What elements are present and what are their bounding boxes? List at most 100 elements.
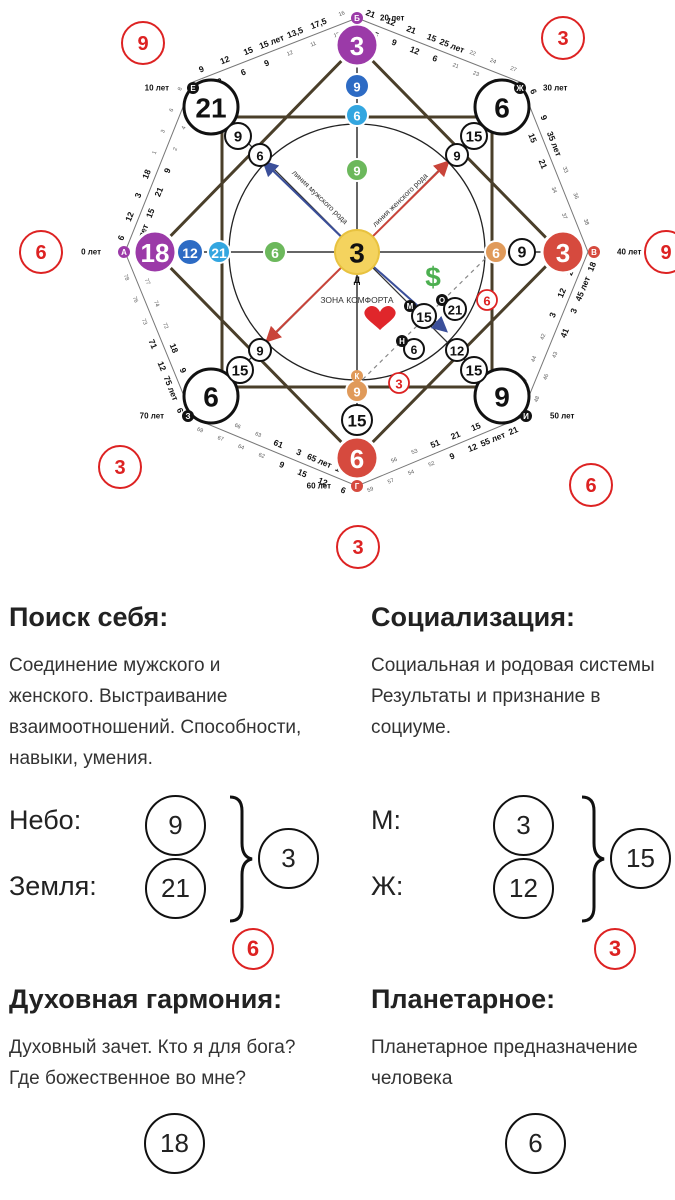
age-ring-value: 15 лет bbox=[258, 32, 286, 51]
age-ring-value: 72 bbox=[161, 322, 169, 330]
red-outer-node-left: 6 bbox=[19, 230, 63, 274]
outer-node-bottom-value: 6 bbox=[350, 444, 364, 474]
dollar-icon: $ bbox=[425, 262, 441, 293]
outer-node-bottom-left: 6 bbox=[182, 367, 240, 425]
text-line: человека bbox=[371, 1068, 453, 1089]
age-ring-value: 3 bbox=[295, 447, 303, 458]
inner-node-n: 6 bbox=[403, 338, 425, 360]
point-letter-bottom-right-letter: И bbox=[523, 412, 529, 421]
age-ring-value: 1 bbox=[152, 150, 159, 155]
inner-node-bl1-shape bbox=[248, 338, 272, 362]
value-circle-sky: 9 bbox=[145, 795, 206, 856]
section-text-socialization: Социальная и родовая системы Результаты … bbox=[371, 650, 671, 743]
red-outer-node-left-value: 6 bbox=[35, 242, 46, 264]
point-letter-top-letter: Б bbox=[354, 14, 360, 23]
red-outer-node-bl-shape bbox=[98, 445, 142, 489]
age-ring-value: 57 bbox=[387, 478, 395, 486]
age-ring-value: 9 bbox=[162, 166, 173, 174]
point-letter-top-right-dot bbox=[514, 82, 526, 94]
outer-node-left: 18 bbox=[132, 229, 178, 275]
age-ring-value: 9 bbox=[390, 37, 398, 48]
red-outer-node-tl: 9 bbox=[121, 21, 165, 65]
outer-node-top-left-shape bbox=[182, 78, 240, 136]
outer-node-top-right-value: 6 bbox=[494, 93, 510, 124]
point-letter-top: Б bbox=[351, 12, 363, 24]
age-ring-value: 9 bbox=[263, 57, 271, 68]
outer-node-top-left-value: 21 bbox=[195, 93, 226, 124]
red-outer-node-right: 9 bbox=[644, 230, 675, 274]
center-node-value: 3 bbox=[349, 238, 365, 269]
age-ring-value: 64 bbox=[237, 444, 245, 452]
age-ring-value: 61 bbox=[272, 437, 285, 450]
small-red-node-money: 6 bbox=[476, 289, 498, 311]
center-node-shape bbox=[334, 229, 380, 275]
chakra-horizontal-node: 6 bbox=[484, 240, 508, 264]
inner-node-br1: 12 bbox=[445, 338, 469, 362]
outer-node-bottom-right-value: 9 bbox=[494, 382, 510, 413]
center-node: 3 bbox=[334, 229, 380, 275]
inner-letter-k: К bbox=[351, 370, 363, 382]
inner-node-o-value: 21 bbox=[448, 303, 462, 318]
inner-letter-m-letter: М bbox=[407, 302, 414, 311]
age-ring-value: 9 bbox=[538, 114, 549, 122]
age-ring-value: 41 bbox=[558, 327, 571, 340]
age-ring-value: 12 bbox=[123, 210, 136, 223]
chakra-horizontal-node-shape bbox=[263, 240, 287, 264]
red-outer-node-br-value: 6 bbox=[585, 475, 596, 497]
age-ring-value: 33 bbox=[561, 166, 569, 174]
age-label-bottom: 60 лет bbox=[307, 482, 331, 491]
chakra-vertical-node: 9 bbox=[345, 379, 369, 403]
inner-node-tl2: 6 bbox=[248, 143, 272, 167]
age-ring-value: 67 bbox=[216, 435, 224, 443]
age-ring-value: 21 bbox=[364, 7, 377, 20]
age-ring-value: 6 bbox=[528, 87, 539, 95]
inner-node-br2-value: 15 bbox=[466, 363, 483, 380]
red-circle-self-search: 6 bbox=[232, 928, 274, 970]
sum-circle-socialization: 15 bbox=[610, 828, 671, 889]
red-outer-node-tl-shape bbox=[121, 21, 165, 65]
label-m: М: bbox=[371, 805, 401, 835]
point-letter-bottom-left: З bbox=[182, 410, 194, 422]
red-outer-node-right-shape bbox=[644, 230, 675, 274]
age-ring-value: 3 bbox=[547, 311, 558, 319]
point-letter-top-dot bbox=[351, 12, 363, 24]
section-title-socialization: Социализация: bbox=[371, 602, 575, 632]
age-ring-value: 15 bbox=[144, 207, 157, 220]
point-letter-bottom-left-letter: З bbox=[185, 412, 190, 421]
age-ring-value: 21 bbox=[152, 185, 165, 198]
text-line: Духовный зачет. Кто я для бога? bbox=[9, 1037, 296, 1058]
red-outer-node-tr-shape bbox=[541, 16, 585, 60]
age-ring-value: 15 bbox=[470, 420, 483, 433]
inner-letter-k-letter: К bbox=[355, 372, 360, 381]
point-letter-top-right: Ж bbox=[514, 82, 526, 94]
age-ring-value: 51 bbox=[429, 437, 442, 450]
age-ring-value: 75 лет bbox=[162, 374, 181, 402]
text-line: социуме. bbox=[371, 717, 451, 738]
age-ring-value: 21 bbox=[449, 429, 462, 442]
value-circle-planetary: 6 bbox=[505, 1113, 566, 1174]
inner-node-tr1-value: 15 bbox=[466, 129, 483, 146]
red-outer-node-bl-value: 3 bbox=[114, 457, 125, 479]
center-letter: Д bbox=[354, 275, 361, 285]
age-ring-value: 24 bbox=[489, 58, 497, 66]
age-ring-value: 65 лет bbox=[306, 451, 334, 470]
section-title-planetary: Планетарное: bbox=[371, 984, 556, 1014]
inner-node-tr1-shape bbox=[460, 122, 488, 150]
inner-node-m: 15 bbox=[411, 303, 437, 329]
inner-letter-m-dot bbox=[404, 300, 416, 312]
age-ring-value: 59 bbox=[367, 486, 375, 494]
text-line: навыки, умения. bbox=[9, 748, 153, 769]
red-outer-node-tr-value: 3 bbox=[557, 28, 568, 50]
small-red-node-bottom-inner-value: 3 bbox=[395, 377, 402, 392]
age-ring-value: 6 bbox=[431, 53, 439, 64]
outer-node-right-value: 3 bbox=[556, 238, 570, 268]
inner-node-m-value: 15 bbox=[416, 309, 432, 325]
age-ring-value: 15 bbox=[296, 467, 309, 480]
chakra-horizontal-node: 9 bbox=[508, 238, 536, 266]
age-ring-value: 35 лет bbox=[545, 130, 564, 158]
point-letter-bottom: Г bbox=[351, 480, 363, 492]
age-ring-value: 25 лет bbox=[438, 36, 466, 55]
age-ring-value: 8 bbox=[177, 87, 184, 92]
age-label-bottom-right: 50 лет bbox=[550, 412, 574, 421]
